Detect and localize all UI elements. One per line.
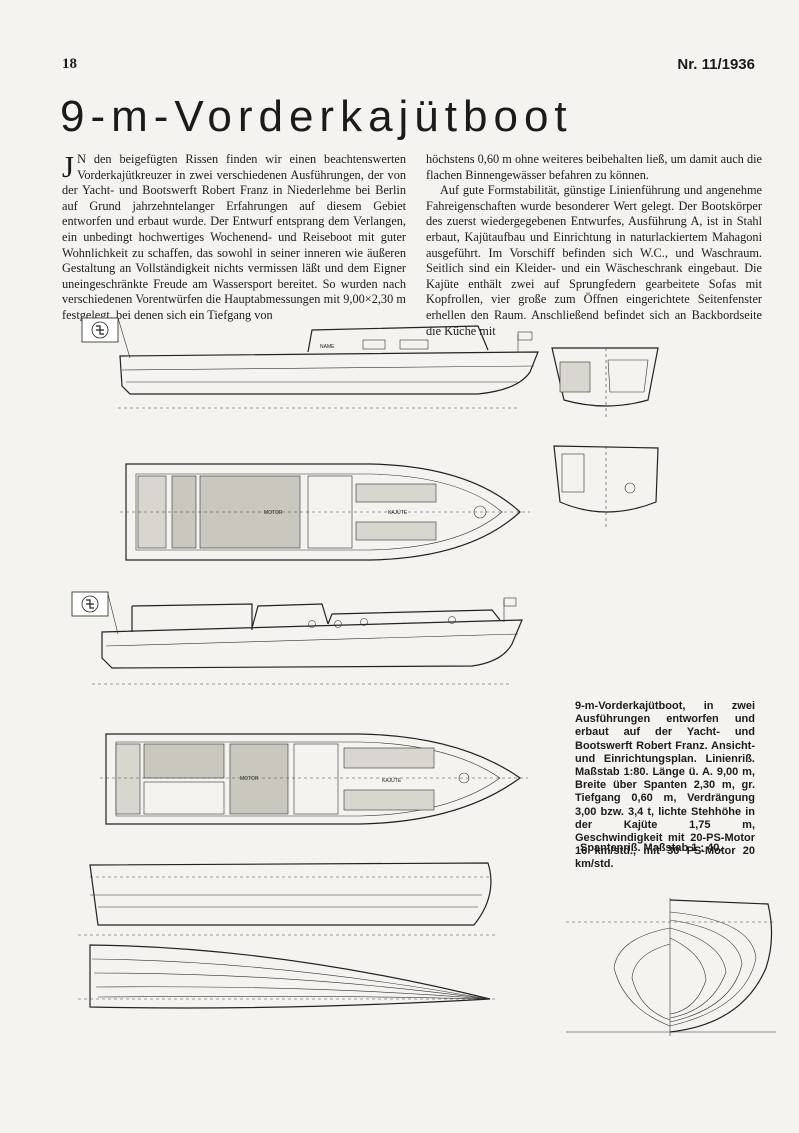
- dropcap: J: [62, 149, 75, 184]
- hull-profile: [89, 862, 492, 926]
- figure-subcaption: Spantenriß. Maßstab 1 : 40.: [580, 842, 723, 854]
- galley: [293, 743, 339, 815]
- sofa-starboard: [343, 789, 435, 811]
- cabin-window: [399, 339, 429, 350]
- body-plan: [566, 898, 776, 1036]
- half-breadth-line: [91, 958, 489, 1000]
- station-line: [669, 919, 743, 1023]
- porthole: [448, 616, 456, 624]
- left-column-text: N den beigefügten Rissen finden wir eine…: [62, 152, 406, 322]
- cabin-window: [362, 339, 386, 350]
- section-outline: [551, 347, 659, 407]
- plan-view-b: MOTOR KAJÜTE: [100, 733, 528, 825]
- lines-plan: [78, 862, 496, 1009]
- inner-deck-line: [135, 473, 503, 551]
- inner-deck-line: [115, 741, 501, 817]
- station-line: [631, 943, 671, 1021]
- flag-emblem-glyph-icon: [96, 325, 104, 335]
- wc-fixture: [458, 772, 470, 784]
- section-interior: [607, 359, 649, 393]
- section-seat: [559, 361, 591, 393]
- section-outline: [553, 445, 659, 513]
- flagstaff: [107, 593, 119, 635]
- porthole: [308, 620, 316, 628]
- aft-deck: [115, 743, 141, 815]
- page-number: 18: [62, 56, 77, 72]
- sheer-stripe: [121, 365, 535, 371]
- station-line: [613, 927, 671, 1027]
- half-breadth-outline: [89, 944, 491, 1009]
- sofa-starboard: [355, 521, 437, 541]
- section-door: [561, 453, 585, 493]
- section-view-a-2: [553, 445, 659, 530]
- motor-label: MOTOR: [240, 776, 259, 782]
- wheelhouse-canopy: [131, 603, 253, 632]
- wheelhouse-floor: [229, 743, 289, 815]
- figure-caption: 9-m-Vorderkajütboot, in zwei Ausführunge…: [575, 700, 755, 871]
- deck-outline: [125, 463, 521, 561]
- plan-view-a: MOTOR KAJÜTE: [120, 463, 530, 561]
- half-breadth-line: [97, 996, 489, 1000]
- section-fixture: [624, 482, 636, 494]
- profile-view-b: [71, 591, 523, 685]
- cockpit-floor: [143, 781, 225, 815]
- section-view-a-1: [551, 347, 659, 418]
- porthole: [334, 620, 342, 628]
- flagstaff: [117, 317, 131, 359]
- sofa-port: [355, 483, 437, 503]
- hull-outline: [119, 351, 539, 395]
- right-column-para-2: Auf gute Formstabilität, günstige Linien…: [426, 183, 762, 338]
- text-column-right: höchstens 0,60 m ohne weiteres beibehalt…: [426, 152, 762, 339]
- profile-view-a: NAME: [81, 317, 539, 409]
- hull-outline: [101, 619, 523, 669]
- name-plate-label: NAME: [320, 344, 335, 350]
- sheer-stripe: [105, 633, 519, 647]
- sofa-port: [343, 747, 435, 769]
- bow-pennant-icon: [503, 597, 517, 607]
- bow-pennant-icon: [517, 331, 533, 341]
- deck-outline: [105, 733, 522, 825]
- right-column-para-1: höchstens 0,60 m ohne weiteres beibehalt…: [426, 152, 762, 182]
- station-line: [669, 937, 707, 1015]
- half-breadth-line: [93, 972, 489, 1000]
- issue-number: Nr. 11/1936: [677, 56, 755, 73]
- midship-section: [669, 899, 773, 1033]
- wheelhouse: [251, 603, 329, 629]
- cabin-superstructure: [307, 325, 489, 353]
- porthole: [360, 618, 368, 626]
- flag-emblem-glyph-icon: [86, 599, 94, 609]
- station-line: [669, 927, 727, 1019]
- motor-label: MOTOR: [264, 510, 283, 516]
- cabin-label: KAJÜTE: [382, 777, 402, 784]
- cabin-label: KAJÜTE: [388, 509, 408, 516]
- half-breadth-line: [95, 986, 489, 1000]
- cabin-superstructure: [327, 609, 501, 625]
- article-title: 9-m-Vorderkajütboot: [60, 92, 573, 141]
- station-line: [669, 911, 757, 1027]
- cockpit-seating: [143, 743, 225, 779]
